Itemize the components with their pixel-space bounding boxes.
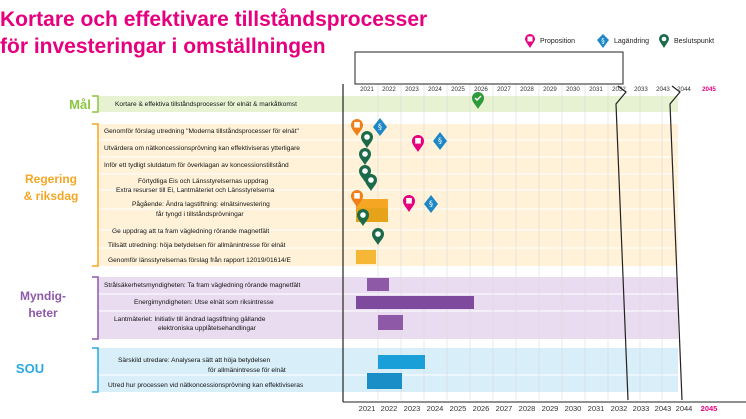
row-r2: Utvärdera om nätkoncessionsprövning kan … xyxy=(104,145,300,152)
legend-beslutspunkt: Beslutspunkt xyxy=(658,33,714,49)
bar-r9 xyxy=(356,250,376,264)
r1-proposition-icon xyxy=(351,119,363,136)
row-m3a: Lantmäteriet: Initiativ till ändrad lags… xyxy=(114,316,266,323)
year-label: 2024 xyxy=(426,404,444,413)
row-r5: Extra resurser till Ei, Lantmäteriet och… xyxy=(116,187,275,194)
year-label: 2027 xyxy=(497,86,511,93)
year-label: 2021 xyxy=(360,86,374,93)
title-line-2: för investeringar i omställningen xyxy=(0,35,326,58)
row-r9: Genomför länsstyrelsernas förslag från r… xyxy=(108,257,291,264)
year-label: 2031 xyxy=(589,86,603,93)
title-line-1: Kortare och effektivare tillståndsproces… xyxy=(0,8,428,31)
row-m3b: elektroniska upplåtelsehandlingar xyxy=(158,325,256,332)
bar-r6-light xyxy=(356,199,388,208)
bar-m3 xyxy=(378,315,403,330)
year-label: 2032 xyxy=(612,86,626,93)
row-r4: Förtydliga Eis och Länsstyrelsernas uppd… xyxy=(138,178,269,185)
beslutspunkt-icon xyxy=(659,34,669,48)
r8-beslut-icon xyxy=(372,228,384,245)
year-label: 2044 xyxy=(677,86,691,93)
r5-beslut-icon xyxy=(365,174,377,191)
year-label: 2030 xyxy=(564,404,582,413)
r2-beslut-icon xyxy=(361,131,373,148)
row-m1: Strålsäkerhetsmyndigheten: Ta fram vägle… xyxy=(104,282,301,289)
year-label: 2033 xyxy=(632,404,650,413)
row-r3: Inför ett tydligt slutdatum för överklag… xyxy=(104,162,289,169)
row-mal: Kortare & effektiva tillståndsprocesser … xyxy=(115,101,298,108)
legend-lagandring-label: Lagändring xyxy=(614,37,650,45)
proposition-icon xyxy=(525,34,535,48)
mal-goal-icon xyxy=(471,91,485,110)
bar-s1 xyxy=(378,355,425,369)
timeline-header-box xyxy=(354,51,624,85)
row-r7: Ge uppdrag att ta fram vägledning rörand… xyxy=(112,228,270,235)
axis-break xyxy=(615,85,629,401)
group-sou: SOU xyxy=(15,361,45,376)
row-s2: Utred hur processen vid nätkoncessionspr… xyxy=(108,382,304,389)
year-label: 2028 xyxy=(520,86,534,93)
row-s1a: Särskild utredare: Analysera sätt att hö… xyxy=(118,357,271,364)
lagandring-icon: § xyxy=(597,34,609,48)
year-label: 2029 xyxy=(541,404,559,413)
row-r6a: Pågående: Ändra lagstiftning: elnätsinve… xyxy=(132,201,270,208)
year-label: 2043 xyxy=(656,86,670,93)
year-label: 2033 xyxy=(634,86,648,93)
group-mal: Mål xyxy=(69,97,91,112)
bar-m2 xyxy=(356,296,474,309)
year-label: 2044 xyxy=(675,404,693,413)
year-label: 2026 xyxy=(474,86,488,93)
axis-break-2 xyxy=(669,85,683,401)
group-myndigheter: Myndig- heter xyxy=(20,289,66,320)
row-m2: Energimyndigheten: Utse elnät som riksin… xyxy=(134,299,274,306)
r6-proposition2-icon xyxy=(403,195,415,212)
year-label: 2045 xyxy=(702,86,716,93)
legend-beslutspunkt-label: Beslutspunkt xyxy=(674,37,715,45)
row-s1b: för allmänintresse för elnät xyxy=(208,367,286,374)
year-label: 2026 xyxy=(472,404,490,413)
year-label: 2022 xyxy=(382,86,396,93)
bar-m1 xyxy=(367,278,389,291)
year-label: 2029 xyxy=(543,86,557,93)
r6-proposition-icon xyxy=(351,190,363,207)
row-r8: Tillsätt utredning: höja betydelsen för … xyxy=(108,242,286,249)
year-label: 2030 xyxy=(566,86,580,93)
year-label: 2023 xyxy=(403,404,421,413)
svg-text:§: § xyxy=(601,37,605,45)
year-label: 2021 xyxy=(358,404,376,413)
group-regering: Regering & riksdag xyxy=(23,172,79,203)
year-label: 2032 xyxy=(610,404,628,413)
year-label: 2022 xyxy=(380,404,398,413)
mal-band xyxy=(98,96,678,112)
regering-band xyxy=(98,124,678,266)
year-label: 2027 xyxy=(495,404,513,413)
r3-beslut-icon xyxy=(359,148,371,165)
legend-proposition-label: Proposition xyxy=(540,37,576,45)
year-label: 2045 xyxy=(700,404,718,413)
r1-lagandring-icon xyxy=(373,118,387,136)
year-label: 2024 xyxy=(428,86,442,93)
year-label: 2031 xyxy=(587,404,605,413)
legend-proposition: Proposition xyxy=(524,33,575,49)
year-label: 2025 xyxy=(451,86,465,93)
legend-lagandring: § Lagändring xyxy=(596,33,649,49)
r7-beslut-icon xyxy=(357,209,369,226)
r6-lagandring-icon xyxy=(424,195,438,213)
year-label: 2043 xyxy=(654,404,672,413)
year-label: 2025 xyxy=(449,404,467,413)
row-r1: Genomför förslag utredning "Moderna till… xyxy=(104,128,299,135)
r2-proposition-icon xyxy=(412,135,424,152)
row-r6b: får tyngd i tillståndsprövningar xyxy=(156,211,244,218)
year-label: 2028 xyxy=(518,404,536,413)
r2-lagandring-icon xyxy=(433,132,447,150)
year-label: 2023 xyxy=(405,86,419,93)
bar-s2 xyxy=(367,373,402,389)
